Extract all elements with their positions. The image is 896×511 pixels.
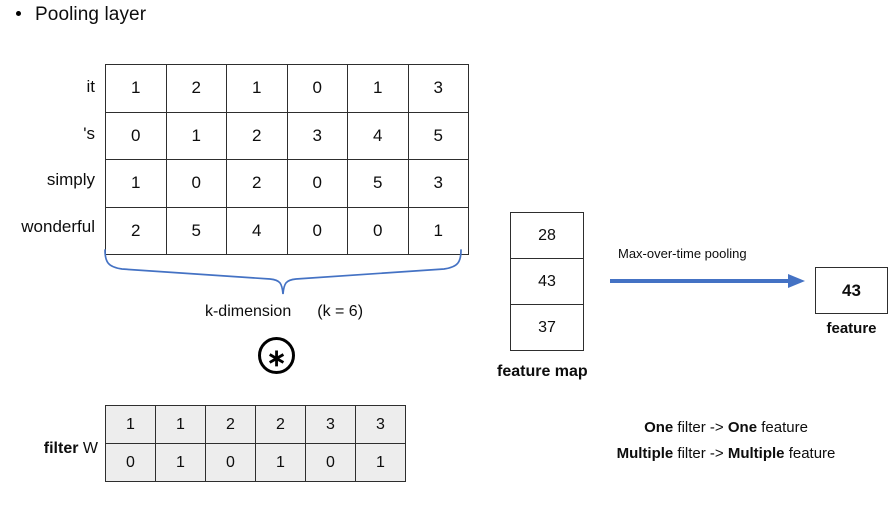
filter-cell: 1 — [105, 405, 156, 444]
table-row: 1 1 2 2 3 3 — [105, 405, 406, 444]
filter-cell: 2 — [205, 405, 256, 444]
bullet-item-pooling-layer: Pooling layer — [16, 3, 146, 27]
matrix-cell: 5 — [165, 206, 227, 255]
filter-cell: 0 — [105, 443, 156, 482]
summary-multi-bold-a: Multiple — [616, 445, 674, 462]
summary-text: One filter -> One feature Multiple filte… — [556, 415, 896, 467]
row-label-it: it — [86, 77, 96, 96]
summary-one-text-b: feature — [757, 419, 808, 436]
result-feature-box: 43 — [815, 267, 888, 314]
filter-cell: 3 — [355, 405, 406, 444]
feature-map-cell: 43 — [510, 258, 584, 305]
filter-cell: 1 — [155, 443, 206, 482]
summary-one-bold-b: One — [727, 419, 758, 436]
matrix-cell: 2 — [105, 206, 167, 255]
matrix-cell: 1 — [105, 64, 167, 113]
filter-cell: 1 — [355, 443, 406, 482]
summary-multi-text-b: feature — [784, 445, 836, 462]
pooling-caption: Max-over-time pooling — [618, 246, 747, 261]
filter-label-rest: W — [78, 440, 98, 457]
matrix-cell: 1 — [347, 64, 409, 113]
filter-label-bold: filter — [43, 440, 79, 457]
filter-cell: 1 — [255, 443, 306, 482]
summary-multi-bold-b: Multiple — [727, 445, 785, 462]
matrix-cell: 2 — [165, 64, 227, 113]
row-label-wonderful: wonderful — [21, 216, 95, 236]
table-row: 0 1 0 1 0 1 — [105, 443, 406, 482]
matrix-cell: 0 — [286, 159, 348, 208]
matrix-cell: 0 — [286, 64, 348, 113]
convolution-asterisk-icon: ∗ — [258, 337, 295, 374]
filter-cell: 1 — [155, 405, 206, 444]
matrix-cell: 4 — [347, 111, 409, 160]
matrix-cell: 4 — [226, 206, 288, 255]
filter-cell: 3 — [305, 405, 356, 444]
summary-line-one: One filter -> One feature — [556, 415, 896, 441]
result-feature-caption: feature — [826, 320, 877, 337]
summary-multi-text-a: filter -> — [673, 445, 728, 462]
feature-map-cell: 37 — [510, 304, 584, 351]
sentence-row-labels: it 's simply wonderful — [0, 64, 100, 250]
matrix-cell: 3 — [407, 64, 469, 113]
feature-map-column: 28 43 37 — [510, 212, 584, 351]
matrix-cell: 3 — [286, 111, 348, 160]
summary-line-multiple: Multiple filter -> Multiple feature — [556, 441, 896, 467]
feature-map-caption: feature map — [497, 363, 588, 380]
matrix-cell: 1 — [105, 159, 167, 208]
convolution-asterisk-glyph: ∗ — [266, 344, 287, 372]
feature-map-cell: 28 — [510, 212, 584, 259]
filter-cell: 0 — [305, 443, 356, 482]
row-label-s: 's — [83, 123, 95, 143]
table-row: 1 2 1 0 1 3 — [105, 64, 469, 113]
matrix-cell: 0 — [105, 111, 167, 160]
summary-one-bold-a: One — [644, 419, 674, 436]
matrix-cell: 5 — [347, 159, 409, 208]
matrix-cell: 0 — [286, 206, 348, 255]
matrix-cell: 5 — [407, 111, 469, 160]
matrix-cell: 0 — [165, 159, 227, 208]
matrix-cell: 3 — [407, 159, 469, 208]
k-dimension-label: k-dimension — [204, 303, 292, 320]
row-label-simply: simply — [46, 170, 95, 189]
k-dimension-caption: k-dimension (k = 6) — [105, 303, 463, 321]
filter-cell: 0 — [205, 443, 256, 482]
matrix-cell: 2 — [226, 111, 288, 160]
matrix-cell: 2 — [226, 159, 288, 208]
matrix-cell: 1 — [407, 206, 469, 255]
filter-weight-matrix: 1 1 2 2 3 3 0 1 0 1 0 1 — [105, 405, 406, 482]
matrix-cell: 0 — [347, 206, 409, 255]
sentence-embedding-matrix: 1 2 1 0 1 3 0 1 2 3 4 5 1 0 2 0 5 3 2 5 … — [105, 64, 469, 255]
table-row: 0 1 2 3 4 5 — [105, 111, 469, 160]
table-row: 2 5 4 0 0 1 — [105, 206, 469, 255]
table-row: 37 — [510, 304, 584, 351]
k-dimension-value: (k = 6) — [317, 303, 364, 320]
bullet-dot-icon — [16, 11, 21, 16]
summary-one-text-a: filter -> — [673, 419, 728, 436]
matrix-cell: 1 — [165, 111, 227, 160]
table-row: 43 — [510, 258, 584, 305]
bullet-label: Pooling layer — [35, 4, 147, 25]
matrix-cell: 1 — [226, 64, 288, 113]
filter-cell: 2 — [255, 405, 306, 444]
table-row: 1 0 2 0 5 3 — [105, 159, 469, 208]
k-dimension-brace-icon — [104, 249, 462, 295]
table-row: 28 — [510, 212, 584, 259]
pooling-arrow-icon — [610, 274, 805, 288]
filter-label: filter W — [0, 440, 98, 458]
